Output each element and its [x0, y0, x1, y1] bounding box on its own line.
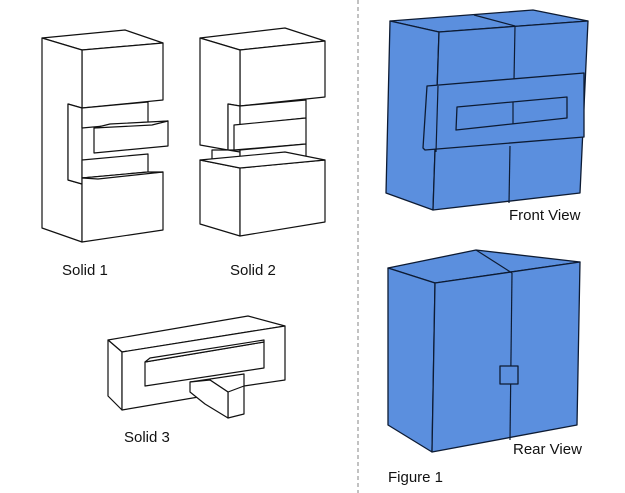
solid-1-label: Solid 1: [62, 262, 108, 279]
front-view-assembly: [385, 9, 589, 211]
rear-view-label: Rear View: [513, 441, 582, 458]
figure-caption: Figure 1: [388, 469, 443, 486]
solid-1-drawing: [41, 29, 169, 243]
solid-2-drawing: [199, 27, 326, 237]
solid-2-label: Solid 2: [230, 262, 276, 279]
rear-view-assembly: [387, 249, 581, 453]
solid-3-drawing: [107, 315, 286, 419]
solid-3-label: Solid 3: [124, 429, 170, 446]
front-view-label: Front View: [509, 207, 581, 224]
